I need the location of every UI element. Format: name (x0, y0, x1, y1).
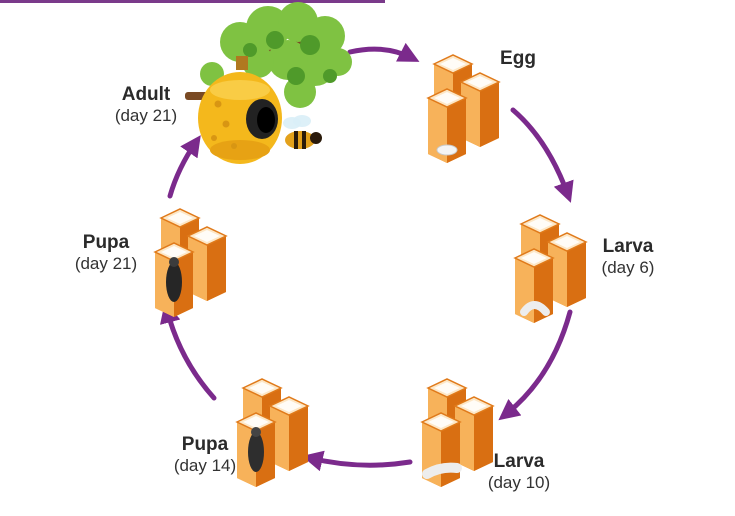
stage-label-pupa-day21: Pupa (day 21) (60, 232, 152, 273)
stage-day: (day 14) (173, 455, 237, 475)
stage-day: (day 10) (487, 472, 551, 492)
stage-name: Adult (121, 84, 171, 105)
stage-day: (day 21) (74, 253, 138, 273)
arrow-egg-to-larva6 (510, 107, 574, 203)
stage-day: (day 6) (601, 257, 655, 277)
honeycomb-pupa-icon-day14 (237, 379, 308, 487)
arrow-larva6-to-larva10 (498, 309, 573, 421)
stage-label-larva-day6: Larva (day 6) (588, 236, 668, 277)
arrow-adult-to-egg (347, 42, 420, 62)
honeycomb-larva-icon-day10 (422, 379, 493, 487)
stage-name: Pupa (82, 232, 130, 253)
stage-day: (day 21) (114, 105, 178, 125)
top-rule (0, 0, 385, 3)
stage-name: Larva (493, 451, 545, 472)
honeycomb-pupa-icon-day21 (155, 209, 226, 317)
bee-icon (283, 115, 322, 149)
beehive-icon (185, 2, 352, 164)
stage-name: Larva (602, 236, 654, 257)
honeycomb-egg-icon (428, 55, 499, 163)
arrow-larva10-to-pupa14 (301, 450, 413, 472)
stage-name: Pupa (181, 434, 229, 455)
stage-label-egg: Egg (492, 48, 544, 70)
stage-name: Egg (500, 48, 536, 69)
stage-label-adult: Adult (day 21) (96, 84, 196, 125)
stage-label-larva-day10: Larva (day 10) (474, 451, 564, 492)
arrow-pupa21-to-adult (167, 135, 201, 199)
stage-label-pupa-day14: Pupa (day 14) (160, 434, 250, 475)
cycle-arrows (160, 42, 574, 472)
arrow-pupa14-to-pupa21 (160, 301, 217, 401)
honeycomb-larva-icon-day6 (515, 215, 586, 323)
